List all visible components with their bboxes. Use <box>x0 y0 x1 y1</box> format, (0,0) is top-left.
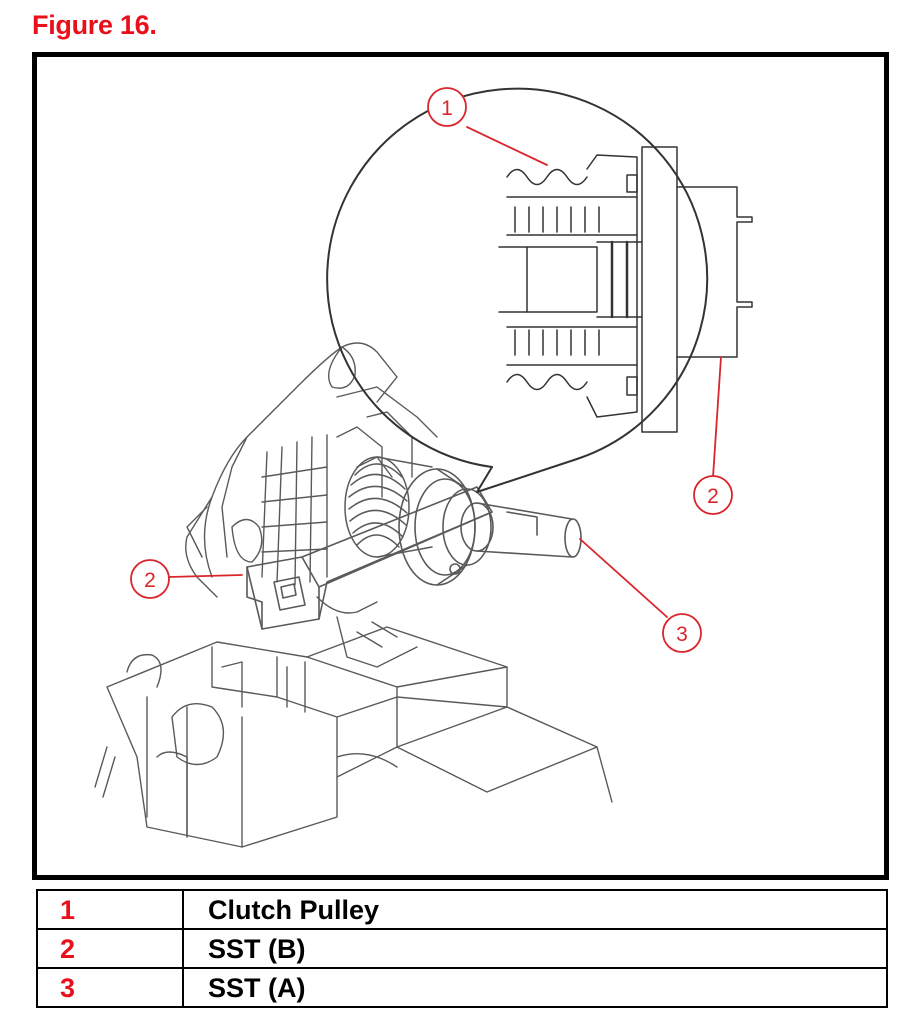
callout-marker-2: 2 <box>130 559 170 599</box>
cross-section-detail <box>498 146 753 433</box>
parts-legend-table: 1 Clutch Pulley 2 SST (B) 3 SST (A) <box>36 889 888 1008</box>
callout-label-3: 3 <box>676 623 688 646</box>
legend-label: SST (B) <box>182 928 888 969</box>
legend-number: 1 <box>36 889 184 930</box>
callout-label-1: 1 <box>441 97 453 120</box>
callout-leaders <box>168 126 722 618</box>
callout-marker-3: 3 <box>662 613 702 653</box>
callout-label-2-detail: 2 <box>707 485 719 508</box>
callout-marker-2-detail: 2 <box>693 475 733 515</box>
callout-marker-1: 1 <box>427 87 467 127</box>
legend-number: 2 <box>36 928 184 969</box>
detail-magnifier <box>326 87 709 493</box>
clutch-pulley <box>344 456 433 558</box>
sst-b-holding-bar <box>246 486 493 630</box>
legend-row: 3 SST (A) <box>36 967 888 1008</box>
legend-number: 3 <box>36 967 184 1008</box>
diagram-frame: 1 2 2 3 <box>32 52 889 880</box>
alternator <box>185 342 438 668</box>
legend-label: SST (A) <box>182 967 888 1008</box>
legend-row: 1 Clutch Pulley <box>36 889 888 930</box>
bench-vise <box>94 626 613 848</box>
sst-a-socket-tool <box>398 468 582 586</box>
legend-label: Clutch Pulley <box>182 889 888 930</box>
callout-label-2: 2 <box>144 569 156 592</box>
diagram-illustration: 1 2 2 3 <box>94 87 753 848</box>
legend-row: 2 SST (B) <box>36 928 888 969</box>
figure-title: Figure 16. <box>32 10 157 40</box>
